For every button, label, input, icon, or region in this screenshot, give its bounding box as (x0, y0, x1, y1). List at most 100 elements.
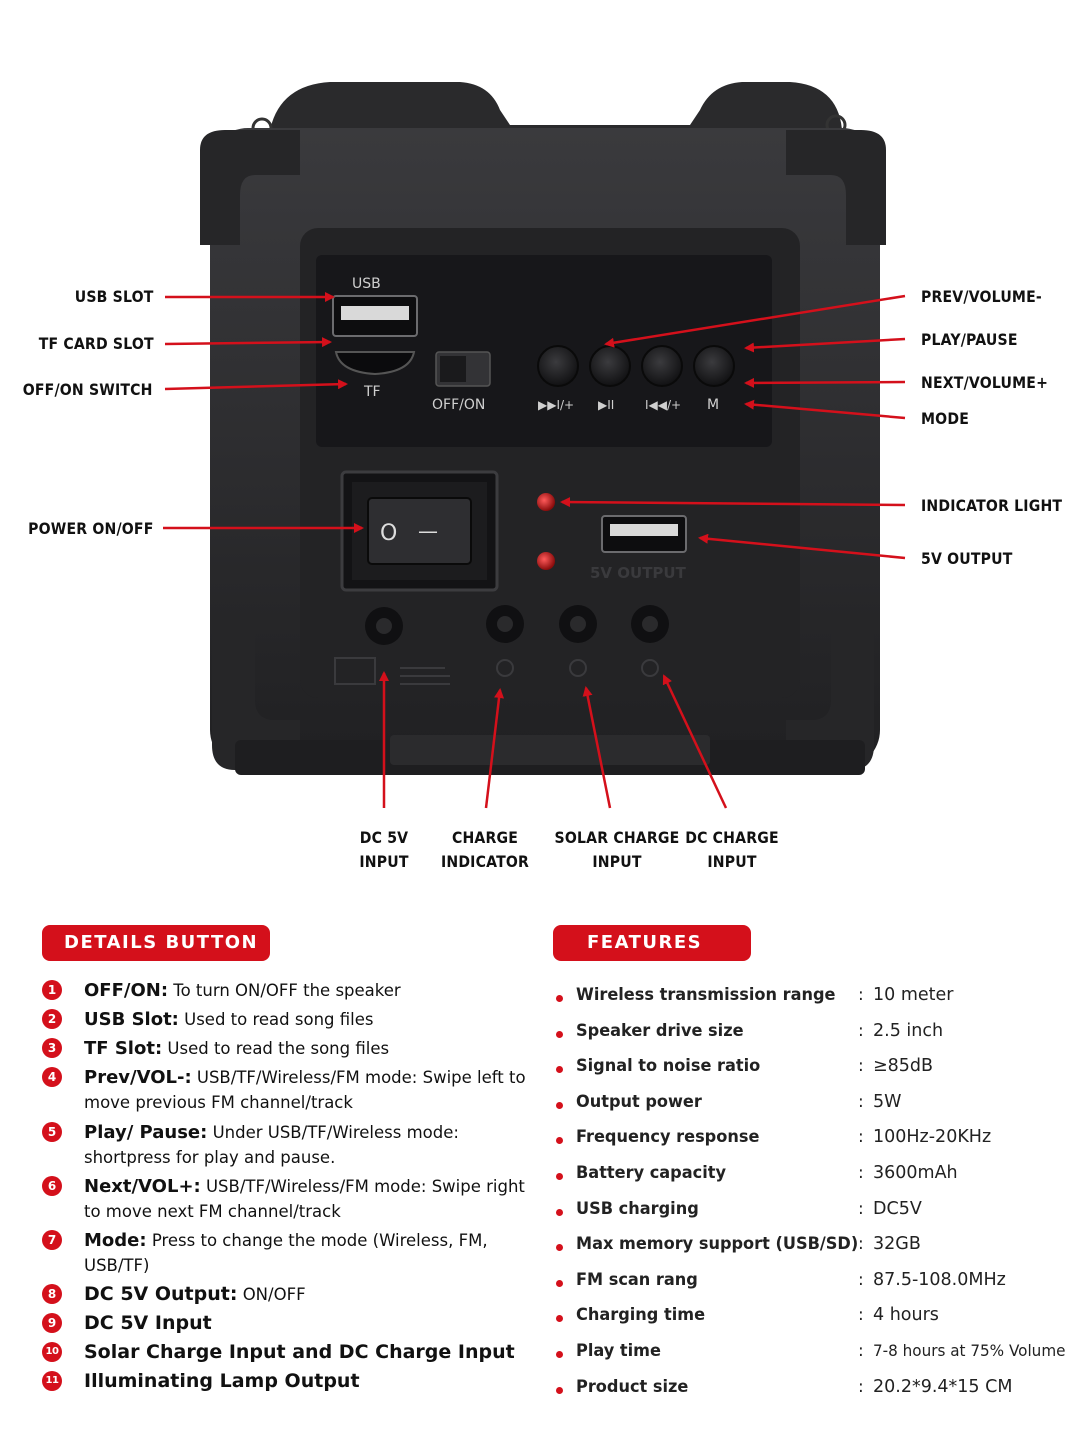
feature-colon: : (858, 1341, 864, 1361)
detail-text: Illuminating Lamp Output (84, 1369, 544, 1394)
bullet-icon (556, 1244, 563, 1252)
number-badge: 4 (42, 1067, 62, 1087)
feature-row: Battery capacity:3600mAh (556, 1163, 1076, 1193)
detail-label: Play/ Pause: (84, 1122, 208, 1143)
number-badge: 2 (42, 1009, 62, 1029)
feature-row: Wireless transmission range:10 meter (556, 985, 1076, 1015)
feature-row: Speaker drive size:2.5 inch (556, 1021, 1076, 1051)
feature-row: Signal to noise ratio: ≥85dB (556, 1056, 1076, 1086)
callout-next-volume: NEXT/VOLUME+ (921, 373, 1049, 392)
feature-row: Output power:5W (556, 1092, 1076, 1122)
detail-label: USB Slot: (84, 1009, 179, 1030)
feature-colon: : (858, 1127, 864, 1148)
bullet-icon (556, 1386, 563, 1394)
feature-label: Max memory support (USB/SD) (576, 1234, 859, 1255)
feature-row: Charging time:4 hours (556, 1305, 1076, 1335)
feature-value: 20.2*9.4*15 CM (873, 1376, 1013, 1397)
feature-value: ≥85dB (873, 1056, 934, 1077)
charge-port-1 (486, 605, 524, 643)
feature-colon: : (858, 1269, 864, 1290)
number-badge: 10 (42, 1342, 62, 1362)
next-volume-button (641, 345, 683, 387)
feature-label: Output power (576, 1091, 702, 1112)
number-badge: 6 (42, 1176, 62, 1196)
bullet-icon (556, 1137, 563, 1145)
detail-description: Used to read song files (178, 1010, 374, 1029)
handle (270, 82, 842, 130)
bullet-icon (556, 1173, 563, 1180)
number-badge: 3 (42, 1038, 62, 1058)
dc-charge-port (631, 605, 669, 643)
detail-label: Prev/VOL-: (84, 1067, 192, 1088)
callout-power-on-off: POWER ON/OFF (27, 519, 153, 538)
panel-off-on-text: OFF/ON (432, 397, 485, 413)
detail-text: USB Slot: Used to read song files (84, 1007, 544, 1032)
number-badge: 11 (42, 1371, 62, 1391)
power-rocker-switch (367, 497, 472, 565)
feature-label: Frequency response (576, 1127, 760, 1148)
feature-colon: : (858, 1376, 864, 1397)
bullet-icon (556, 1279, 563, 1287)
detail-text: OFF/ON: To turn ON/OFF the speaker (84, 978, 544, 1003)
tf-card-slot (334, 351, 416, 376)
feature-value: 2.5 inch (873, 1020, 944, 1041)
play-pause-button (589, 345, 631, 387)
callout-off-on-switch: OFF/ON SWITCH (23, 380, 153, 399)
detail-description: Under USB/TF/Wireless mode: shortpress f… (84, 1123, 459, 1167)
feature-colon: : (858, 1056, 864, 1077)
callout-play-pause: PLAY/PAUSE (921, 330, 1018, 349)
feature-value: 7-8 hours at 75% Volume (873, 1341, 1066, 1360)
detail-label: Solar Charge Input and DC Charge Input (84, 1341, 515, 1363)
solar-charge-port (559, 605, 597, 643)
number-badge: 7 (42, 1230, 62, 1250)
detail-description: USB/TF/Wireless/FM mode: Swipe left to m… (84, 1068, 526, 1112)
feature-row: FM scan rang:87.5-108.0MHz (556, 1270, 1076, 1300)
detail-description: Used to read the song files (162, 1039, 390, 1058)
detail-label: Next/VOL+: (84, 1176, 201, 1197)
callout-tf-card-slot: TF CARD SLOT (38, 334, 154, 353)
btn4-label: M (707, 397, 719, 413)
detail-text: DC 5V Output: ON/OFF (84, 1282, 544, 1307)
number-badge: 8 (42, 1284, 62, 1304)
bullet-icon (556, 1066, 563, 1074)
detail-label: OFF/ON: (84, 980, 169, 1001)
feature-value: 10 meter (873, 985, 954, 1005)
feature-value: 32GB (873, 1234, 921, 1255)
detail-description: USB/TF/Wireless/FM mode: Swipe right to … (84, 1177, 525, 1221)
detail-description: ON/OFF (237, 1285, 306, 1304)
feature-row: Max memory support (USB/SD):32GB (556, 1234, 1076, 1264)
detail-text: TF Slot: Used to read the song files (84, 1036, 544, 1061)
feature-row: Play time:7-8 hours at 75% Volume (556, 1341, 1076, 1371)
bullet-icon (556, 1030, 563, 1038)
feature-colon: : (858, 1091, 864, 1112)
detail-description: Press to change the mode (Wireless, FM, … (84, 1231, 488, 1275)
detail-text: Prev/VOL-: USB/TF/Wireless/FM mode: Swip… (84, 1065, 544, 1115)
feature-row: Frequency response:100Hz-20KHz (556, 1127, 1076, 1157)
feature-value: 87.5-108.0MHz (873, 1269, 1006, 1290)
feature-label: Play time (576, 1341, 661, 1361)
feature-colon: : (858, 1020, 864, 1041)
callout-5v-output: 5V OUTPUT (921, 549, 1013, 568)
detail-label: Mode: (84, 1230, 147, 1251)
panel-tf-text: TF (363, 384, 381, 400)
feature-colon: : (858, 1305, 864, 1326)
number-badge: 1 (42, 980, 62, 1000)
feature-colon: : (858, 1163, 864, 1183)
dc-5v-input-port (365, 607, 403, 645)
feature-label: Signal to noise ratio (576, 1056, 761, 1077)
feature-label: USB charging (576, 1198, 699, 1219)
indicator-light (537, 493, 555, 511)
usb-output-text: 5V OUTPUT (590, 564, 687, 582)
feature-label: Speaker drive size (576, 1020, 744, 1041)
detail-description: To turn ON/OFF the speaker (168, 981, 401, 1000)
callout-indicator-light: INDICATOR LIGHT (921, 496, 1063, 515)
rocker-o: O (380, 521, 397, 546)
detail-text: Mode: Press to change the mode (Wireless… (84, 1228, 544, 1278)
feature-value: DC5V (873, 1198, 922, 1219)
bullet-icon (556, 1101, 563, 1109)
feature-colon: : (858, 985, 864, 1005)
btn2-label: ▶II (598, 398, 614, 412)
